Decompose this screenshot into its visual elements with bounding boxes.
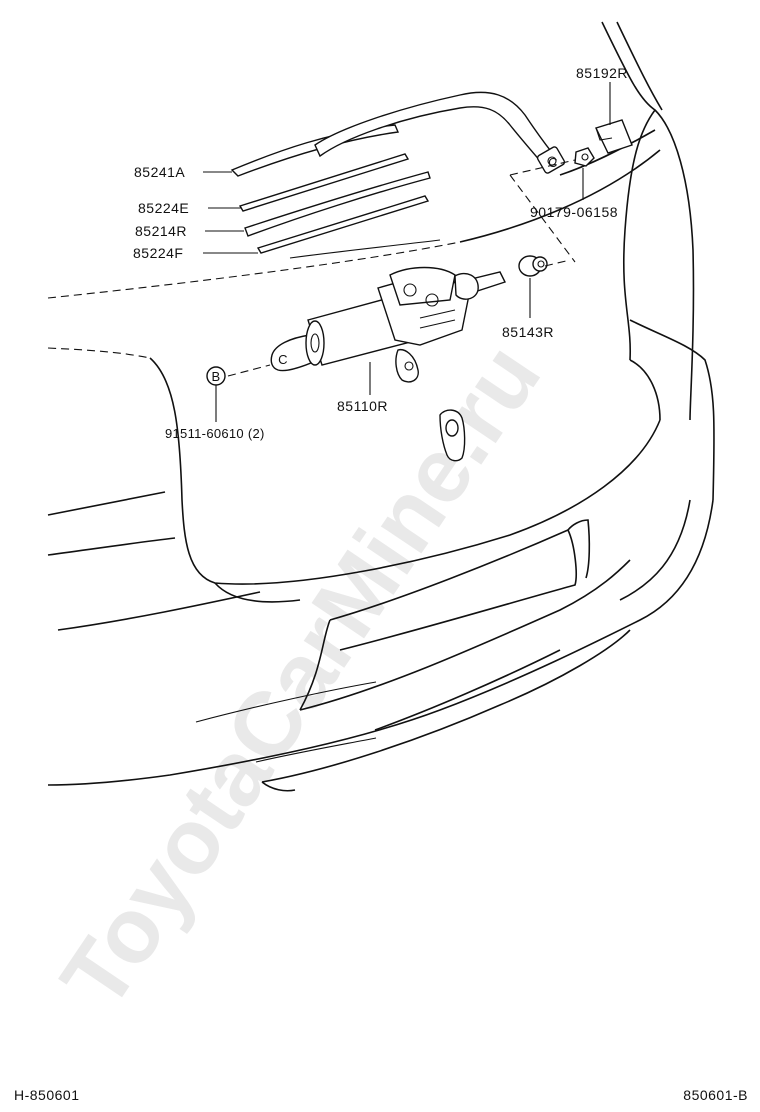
grommet-85143R [518, 255, 548, 277]
marker-b: B [206, 366, 226, 386]
dashed-leaders [227, 159, 576, 377]
label-85224F: 85224F [133, 245, 183, 261]
label-85192R: 85192R [576, 65, 628, 81]
label-85241A: 85241A [134, 164, 185, 180]
watermark: ToyotaCarMine.ru [42, 326, 560, 1026]
label-91511-60610: 91511-60610 (2) [165, 426, 265, 441]
wiper-motor-85110R [270, 266, 506, 383]
wiper-blades [238, 153, 441, 259]
footer-code-left: H-850601 [14, 1087, 80, 1103]
label-85110R: 85110R [337, 398, 388, 414]
label-85224E: 85224E [138, 200, 189, 216]
label-leaders [203, 82, 611, 422]
label-90179-06158: 90179-06158 [530, 204, 618, 220]
label-85214R: 85214R [135, 223, 187, 239]
footer-code-right: 850601-B [683, 1087, 748, 1103]
cap-85192R [595, 119, 633, 154]
nut-90179 [574, 147, 595, 167]
marker-c2: C [548, 155, 558, 170]
svg-text:B: B [212, 369, 221, 384]
label-85143R: 85143R [502, 324, 554, 340]
marker-c1: C [278, 352, 288, 367]
wiper-arm-85241A [230, 91, 566, 177]
vehicle-body-outline [47, 21, 715, 792]
